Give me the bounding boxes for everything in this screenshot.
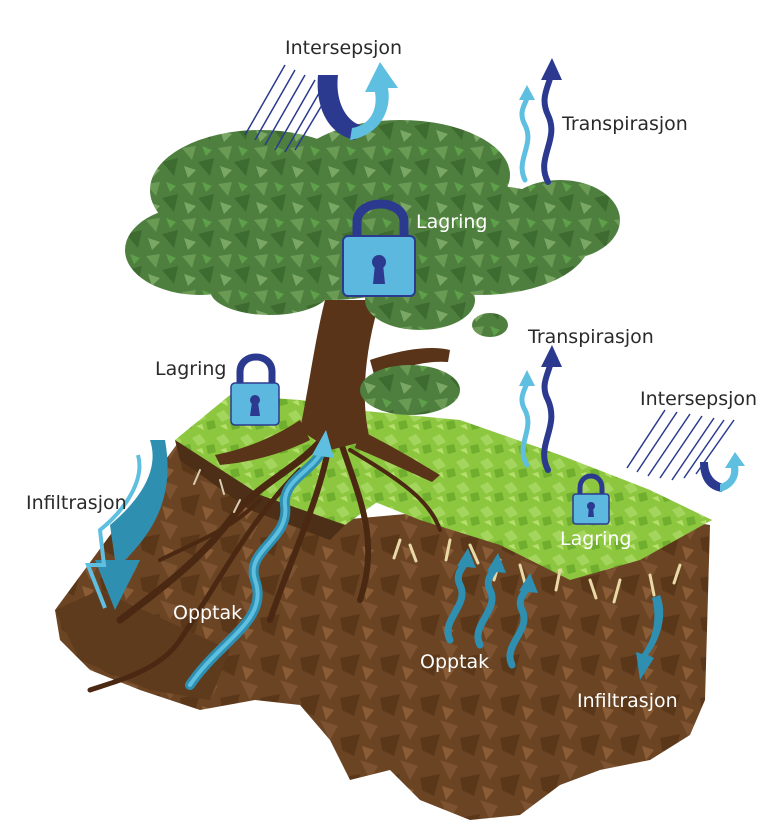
label-transpiration-top: Transpirasjon — [562, 113, 688, 135]
infiltration-arrow-left — [85, 440, 168, 610]
label-storage-crown: Lagring — [416, 211, 488, 233]
infiltration-arrow-right — [636, 595, 664, 680]
label-storage-left: Lagring — [155, 358, 227, 380]
lock-grass-icon — [572, 473, 610, 525]
soil-strip — [175, 440, 345, 540]
rain-lines-right — [626, 409, 735, 481]
grass-top-right — [355, 410, 712, 580]
label-uptake-left: Opptak — [173, 602, 243, 624]
roots — [87, 426, 682, 693]
uptake-arrows-middle — [444, 548, 538, 669]
label-uptake-middle: Opptak — [420, 651, 490, 673]
lock-left-icon — [230, 353, 280, 426]
uptake-arrow-left — [185, 430, 334, 690]
interception-arrow-top — [317, 62, 398, 140]
ground-block — [55, 395, 712, 820]
label-infiltration-left: Infiltrasjon — [26, 492, 127, 514]
transpiration-arrows-right — [519, 345, 562, 473]
label-interception-top: Intersepsjon — [285, 37, 403, 59]
label-infiltration-right: Infiltrasjon — [577, 690, 678, 712]
label-transpiration-right: Transpirasjon — [528, 326, 654, 348]
rain-lines-top — [244, 64, 329, 153]
interception-arrow-right — [700, 452, 745, 492]
soil-ledge-left — [55, 590, 230, 700]
soil-face-right — [300, 500, 710, 820]
transpiration-arrows-top — [519, 58, 562, 185]
lock-crown-icon — [342, 199, 416, 297]
label-storage-grass: Lagring — [560, 528, 632, 550]
label-interception-right: Intersepsjon — [640, 388, 758, 410]
